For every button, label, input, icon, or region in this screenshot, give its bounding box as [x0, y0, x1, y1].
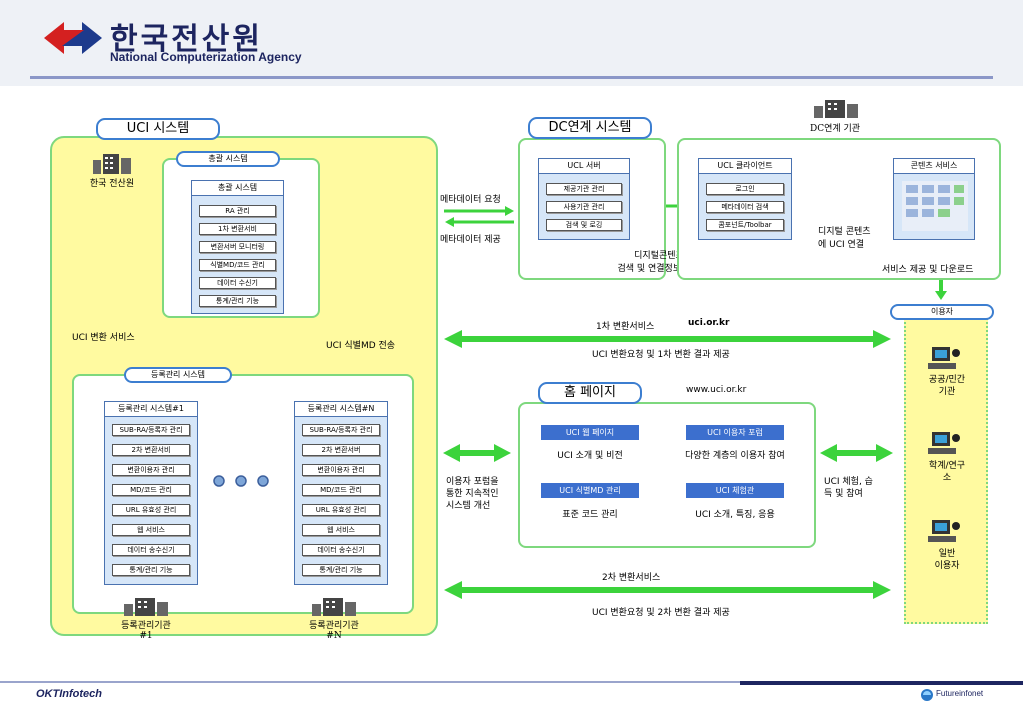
- ucl-client-box: UCL 클라이언트 로그인 메타데이터 검색 콤포넌트/Toolbar: [698, 158, 792, 240]
- hp-cell-desc: UCI 소개 및 비전: [557, 451, 623, 461]
- registry-1-item: SUB-RA/등록자 관리: [112, 424, 190, 436]
- registry-n-item: SUB-RA/등록자 관리: [302, 424, 380, 436]
- first-url-label: uci.or.kr: [688, 318, 730, 328]
- user-group-label: 일반 이용자: [934, 549, 960, 571]
- hp-cell-desc: 표준 코드 관리: [562, 510, 618, 520]
- ucl-server-item: 검색 및 로깅: [546, 219, 622, 231]
- meta-request-label: 메타데이터 요청: [440, 195, 501, 205]
- integrated-item: RA 관리: [199, 205, 276, 217]
- registry-1-item: 웹 서비스: [112, 524, 190, 536]
- content-thumbnail-icon: [902, 181, 968, 231]
- ucl-client-title: UCL 클라이언트: [699, 159, 791, 174]
- registry-1-item: MD/코드 관리: [112, 484, 190, 496]
- integrated-system-box: 총괄 시스템 RA 관리 1차 변환서비 변환서버 모니터링 식별MD/코드 관…: [191, 180, 284, 314]
- footer-right-logo: Futureinfonet: [936, 689, 984, 698]
- footer-divider: [0, 681, 1023, 683]
- hp-cell-desc: 다양한 계층의 이용자 참여: [685, 451, 785, 461]
- registry-n-title: 등록관리 시스템#N: [295, 402, 387, 417]
- registry-agency-1: 등록관리기관 #1: [121, 621, 171, 641]
- ellipsis-dots-icon: [213, 475, 269, 487]
- ucl-client-item: 콤포넌트/Toolbar: [706, 219, 784, 231]
- integrated-item: 데이터 수신기: [199, 277, 276, 289]
- registry-1-item: 변환이용자 관리: [112, 464, 190, 476]
- agency-logo-icon: [44, 22, 102, 54]
- hp-cell-title: UCI 이용자 포럼: [686, 425, 784, 440]
- second-desc-label: UCI 변환요청 및 2차 변환 결과 제공: [592, 608, 730, 618]
- registry-n-item: 변환이용자 관리: [302, 464, 380, 476]
- registry-system-n: 등록관리 시스템#N SUB-RA/등록자 관리 2차 변환서버 변환이용자 관…: [294, 401, 388, 585]
- users-tab: 이용자: [890, 304, 994, 320]
- meta-provide-label: 메타데이터 제공: [440, 235, 501, 245]
- header-divider: [30, 76, 993, 79]
- integrated-item: 1차 변환서비: [199, 223, 276, 235]
- registry-1-item: 2차 변환서비: [112, 444, 190, 456]
- first-desc-label: UCI 변환요청 및 1차 변환 결과 제공: [592, 350, 730, 360]
- footer-accent: [740, 681, 1023, 685]
- integrated-item: 식별MD/코드 관리: [199, 259, 276, 271]
- forum-improve-note: 이용자 포럼을 통한 지속적인 시스템 개선: [446, 477, 499, 511]
- conv-service-label: UCI 변환 서비스: [72, 333, 135, 343]
- dc-agency-label: DC연계 기관: [810, 124, 861, 134]
- service-provide-label: 서비스 제공 및 다운로드: [882, 265, 974, 275]
- user-group-label: 공공/민간 기관: [928, 375, 966, 397]
- registry-1-item: 데이터 송수신기: [112, 544, 190, 556]
- integrated-system-tab: 총괄 시스템: [176, 151, 280, 167]
- hp-cell-desc: UCI 소개, 특징, 응용: [695, 510, 775, 520]
- footer-left-logo: OKTInfotech: [36, 688, 102, 700]
- content-service-box: 콘텐츠 서비스: [893, 158, 975, 240]
- registry-n-item: 데이터 송수신기: [302, 544, 380, 556]
- hp-cell-title: UCI 웹 페이지: [541, 425, 639, 440]
- integrated-item: 통계/관리 기능: [199, 295, 276, 307]
- computer-user-icon: [928, 520, 960, 542]
- uci-system-tab: UCI 시스템: [96, 118, 220, 140]
- header-band: [0, 0, 1023, 86]
- computer-user-icon: [928, 432, 960, 454]
- computer-user-icon: [928, 347, 960, 369]
- registry-agency-n: 등록관리기관 #N: [309, 621, 359, 641]
- registry-1-item: 통계/관리 기능: [112, 564, 190, 576]
- registry-1-title: 등록관리 시스템#1: [105, 402, 197, 417]
- building-icon: [814, 100, 858, 118]
- homepage-tab: 홈 페이지: [538, 382, 642, 404]
- user-group-label: 학계/연구 소: [928, 461, 966, 483]
- registry-system-1: 등록관리 시스템#1 SUB-RA/등록자 관리 2차 변환서비 변환이용자 관…: [104, 401, 198, 585]
- ucl-server-item: 사용기관 관리: [546, 201, 622, 213]
- hp-cell-title: UCI 식별MD 관리: [541, 483, 639, 498]
- futureinfonet-logo-icon: [921, 689, 933, 701]
- registry-n-item: 2차 변환서버: [302, 444, 380, 456]
- experience-note: UCI 체험, 습 득 및 참여: [824, 477, 873, 499]
- ucl-server-item: 제공기관 관리: [546, 183, 622, 195]
- registry-1-item: URL 유효성 관리: [112, 504, 190, 516]
- registry-system-tab: 등록관리 시스템: [124, 367, 232, 383]
- ucl-client-item: 로그인: [706, 183, 784, 195]
- id-md-transfer-label: UCI 식별MD 전송: [326, 341, 396, 351]
- users-panel: [904, 310, 988, 624]
- homepage-url: www.uci.or.kr: [686, 385, 747, 395]
- registry-n-item: MD/코드 관리: [302, 484, 380, 496]
- integrated-box-title: 총괄 시스템: [192, 181, 283, 196]
- building-icon: [124, 598, 168, 616]
- registry-n-item: 웹 서비스: [302, 524, 380, 536]
- building-icon: [312, 598, 356, 616]
- first-service-label: 1차 변환서비스: [596, 322, 655, 332]
- digital-link-label: 디지털 콘텐츠 에 UCI 연결: [818, 227, 871, 250]
- header-subtitle: National Computerization Agency: [110, 50, 302, 64]
- hp-cell-title: UCI 체험관: [686, 483, 784, 498]
- second-service-label: 2차 변환서비스: [602, 573, 661, 583]
- dc-system-tab: DC연계 시스템: [528, 117, 652, 139]
- header-title: 한국전산원: [110, 22, 263, 57]
- ucl-client-item: 메타데이터 검색: [706, 201, 784, 213]
- content-service-title: 콘텐츠 서비스: [894, 159, 974, 174]
- integrated-item: 변환서버 모니터링: [199, 241, 276, 253]
- ucl-server-title: UCL 서버: [539, 159, 629, 174]
- ucl-server-box: UCL 서버 제공기관 관리 사용기관 관리 검색 및 로깅: [538, 158, 630, 240]
- registry-n-item: 통계/관리 기능: [302, 564, 380, 576]
- registry-n-item: URL 유효성 관리: [302, 504, 380, 516]
- homepage-panel: [518, 402, 816, 548]
- uci-agency-label: 한국 전산원: [89, 179, 135, 189]
- building-icon: [93, 154, 131, 174]
